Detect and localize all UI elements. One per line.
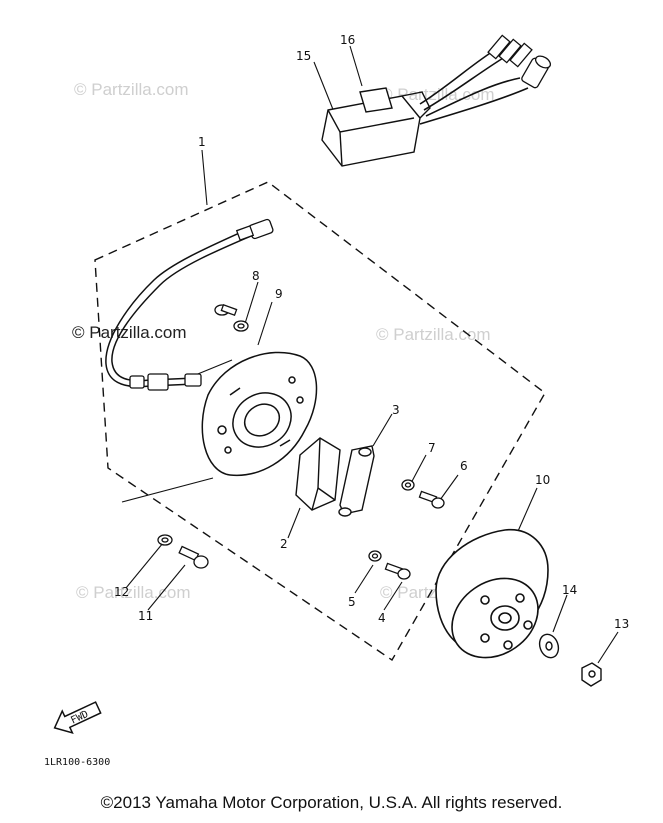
source-coil <box>295 437 341 511</box>
callout-9: 9 <box>275 287 283 301</box>
cdi-connectors <box>487 34 552 89</box>
stator-plate <box>201 351 318 477</box>
callout-1: 1 <box>198 135 206 149</box>
stator-wire-connectors <box>129 218 274 391</box>
fwd-arrow-icon: FWD <box>53 701 102 734</box>
callout-11: 11 <box>138 609 153 623</box>
assembly-outline <box>94 181 546 662</box>
rotor-washer-and-nut <box>538 633 602 687</box>
flywheel-rotor <box>435 528 549 659</box>
copyright-notice: ©2013 Yamaha Motor Corporation, U.S.A. A… <box>100 793 563 812</box>
watermark: © Partzilla.com <box>76 583 191 602</box>
callout-10: 10 <box>535 473 550 487</box>
callout-3: 3 <box>392 403 400 417</box>
callout-12: 12 <box>114 585 129 599</box>
pickup-coil <box>338 445 375 517</box>
callout-8: 8 <box>252 269 260 283</box>
callout-2: 2 <box>280 537 288 551</box>
watermark: © Partzilla.com <box>376 325 491 344</box>
watermark: © Partzilla.com <box>72 323 187 342</box>
reference-code: 1LR100-6300 <box>44 757 110 768</box>
callout-4: 4 <box>378 611 386 625</box>
watermark: © Partzilla.com <box>380 85 495 104</box>
callout-5: 5 <box>348 595 356 609</box>
callout-numbers: 1 2 3 4 5 6 7 8 9 10 11 12 13 14 15 16 <box>114 33 629 631</box>
callout-7: 7 <box>428 441 436 455</box>
leader-lines <box>121 45 619 664</box>
fasteners <box>157 303 445 580</box>
callout-14: 14 <box>562 583 577 597</box>
callout-16: 16 <box>340 33 355 47</box>
callout-13: 13 <box>614 617 629 631</box>
watermark: © Partzilla.com <box>74 80 189 99</box>
callout-6: 6 <box>460 459 468 473</box>
callout-15: 15 <box>296 49 311 63</box>
